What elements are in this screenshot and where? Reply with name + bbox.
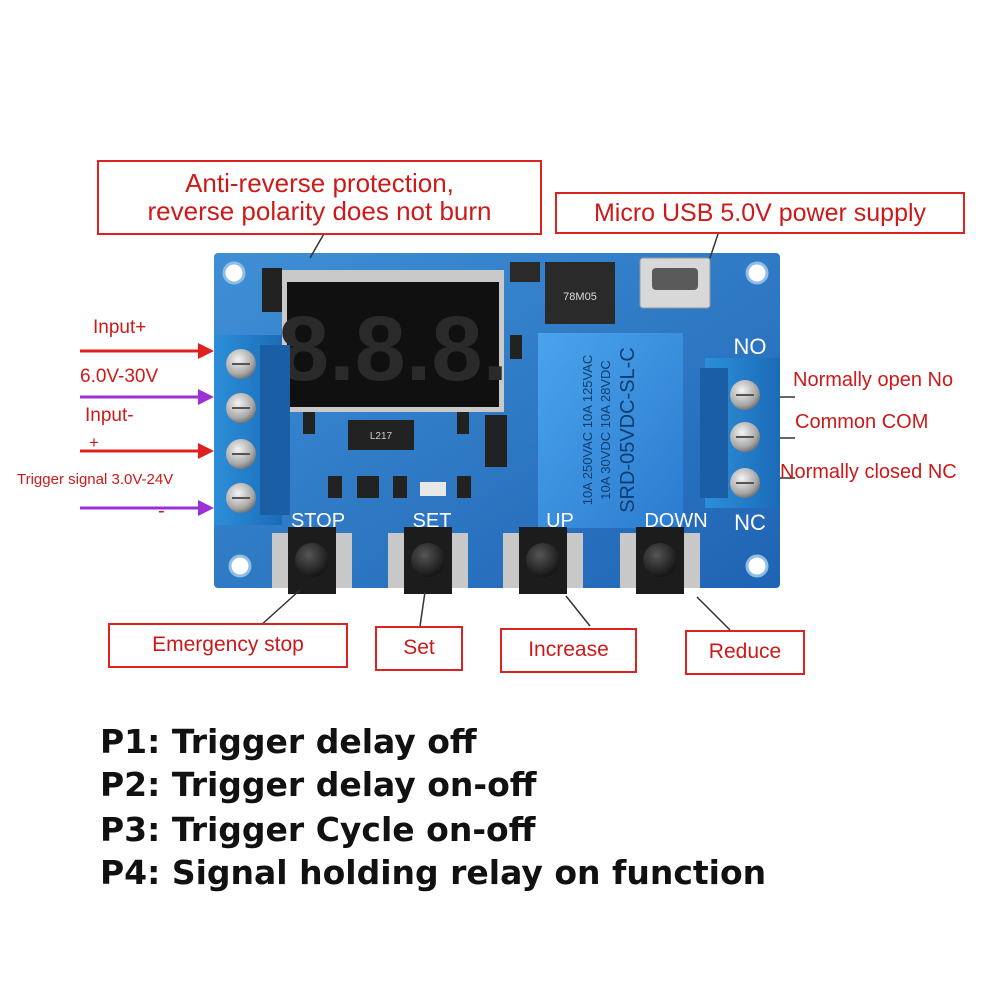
usb-power-callout: Micro USB 5.0V power supply bbox=[555, 192, 965, 234]
set-button-switch bbox=[388, 527, 468, 594]
svg-text:10A 30VDC 10A 28VDC: 10A 30VDC 10A 28VDC bbox=[598, 360, 613, 499]
function-p3: P3: Trigger Cycle on-off bbox=[100, 810, 536, 849]
stop-silkscreen: STOP bbox=[291, 510, 345, 532]
voltage-regulator: 78M05 bbox=[510, 262, 615, 324]
chip-l217 bbox=[348, 420, 414, 450]
set-silkscreen: SET bbox=[413, 510, 452, 532]
trigger-minus-label: - bbox=[158, 500, 165, 522]
display-digits: 8.8.8. bbox=[278, 298, 508, 400]
left-arrows bbox=[80, 343, 214, 516]
function-p1: P1: Trigger delay off bbox=[100, 722, 477, 761]
nc-label: NC bbox=[734, 510, 766, 535]
no-label: NO bbox=[734, 334, 767, 359]
function-p2: P2: Trigger delay on-off bbox=[100, 765, 537, 804]
svg-text:L217: L217 bbox=[370, 431, 393, 442]
diode-d2 bbox=[262, 268, 282, 312]
down-silkscreen: DOWN bbox=[644, 510, 707, 532]
trigger-plus-label: + bbox=[89, 433, 99, 452]
smd-components bbox=[303, 335, 522, 498]
push-buttons bbox=[272, 527, 700, 594]
svg-text:SRD-05VDC-SL-C: SRD-05VDC-SL-C bbox=[617, 347, 639, 513]
stop-button-switch bbox=[272, 527, 352, 594]
micro-usb-port bbox=[639, 257, 711, 309]
mounting-holes bbox=[222, 261, 769, 578]
up-button-switch bbox=[503, 527, 583, 594]
seven-segment-display: 8.8.8. bbox=[278, 270, 508, 412]
leader-lines bbox=[259, 231, 795, 631]
input-plus-label: Input+ bbox=[93, 317, 147, 338]
function-p4: P4: Signal holding relay on function bbox=[100, 853, 767, 892]
relay: 10A 250VAC 10A 125VAC 10A 30VDC 10A 28VD… bbox=[538, 333, 683, 528]
input-minus-label: Input- bbox=[85, 405, 134, 426]
svg-text:10A 250VAC 10A 125VAC: 10A 250VAC 10A 125VAC bbox=[580, 355, 595, 506]
normally-open-label: Normally open No bbox=[793, 369, 954, 391]
increase-callout: Increase bbox=[500, 628, 637, 673]
voltage-range-label: 6.0V-30V bbox=[80, 366, 159, 387]
svg-text:78M05: 78M05 bbox=[563, 291, 597, 303]
input-terminal-block bbox=[214, 335, 290, 525]
emergency-stop-callout: Emergency stop bbox=[108, 623, 348, 668]
normally-closed-label: Normally closed NC bbox=[780, 461, 957, 483]
reduce-callout: Reduce bbox=[685, 630, 805, 675]
up-silkscreen: UP bbox=[546, 510, 574, 532]
down-button-switch bbox=[620, 527, 700, 594]
set-callout: Set bbox=[375, 626, 463, 671]
trigger-signal-label: Trigger signal 3.0V-24V bbox=[17, 471, 174, 488]
anti-reverse-callout: Anti-reverse protection, reverse polarit… bbox=[97, 160, 542, 235]
common-label: Common COM bbox=[795, 411, 929, 433]
relay-output-terminal-block bbox=[700, 358, 780, 508]
